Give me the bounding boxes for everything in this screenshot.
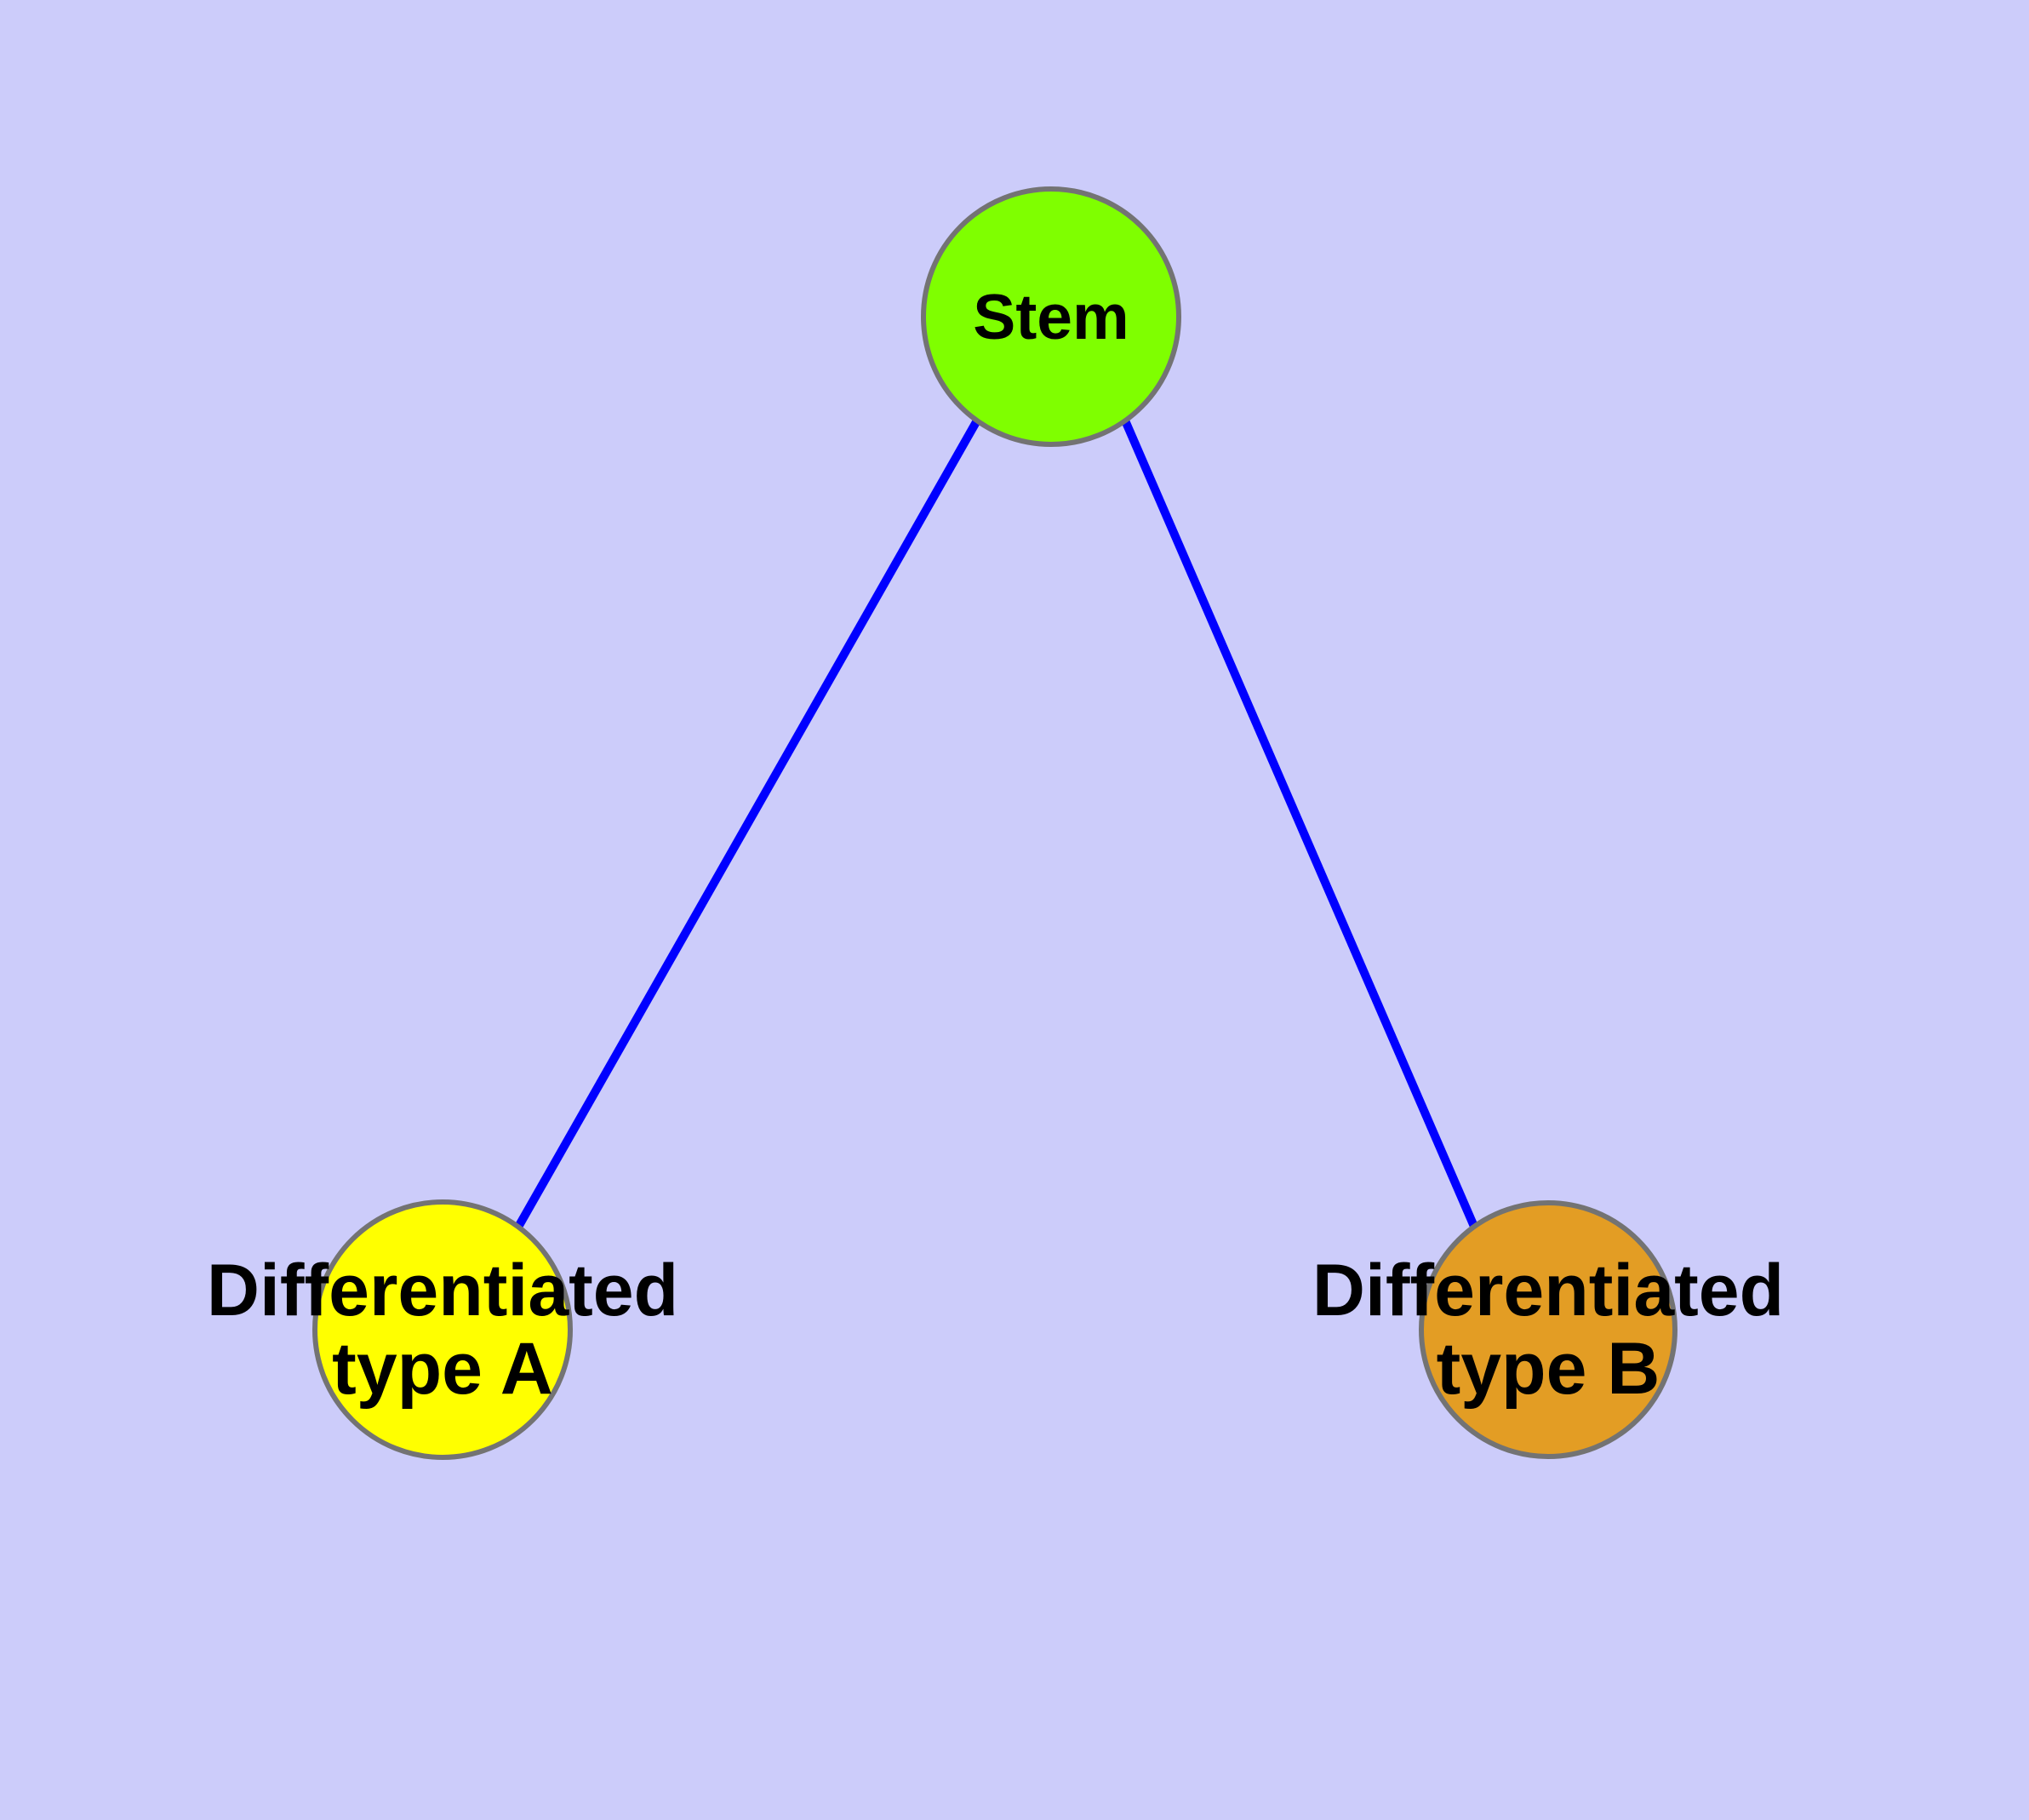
edges-layer xyxy=(513,418,1479,1231)
node-differentiated-type-a[interactable] xyxy=(312,1199,573,1460)
edge-stem-to-differentiated-type-a[interactable] xyxy=(513,418,981,1231)
node-differentiated-type-b[interactable] xyxy=(1419,1200,1677,1459)
nodes-layer xyxy=(312,186,1677,1460)
node-stem[interactable] xyxy=(921,186,1181,447)
edge-stem-to-differentiated-type-b[interactable] xyxy=(1121,419,1479,1230)
